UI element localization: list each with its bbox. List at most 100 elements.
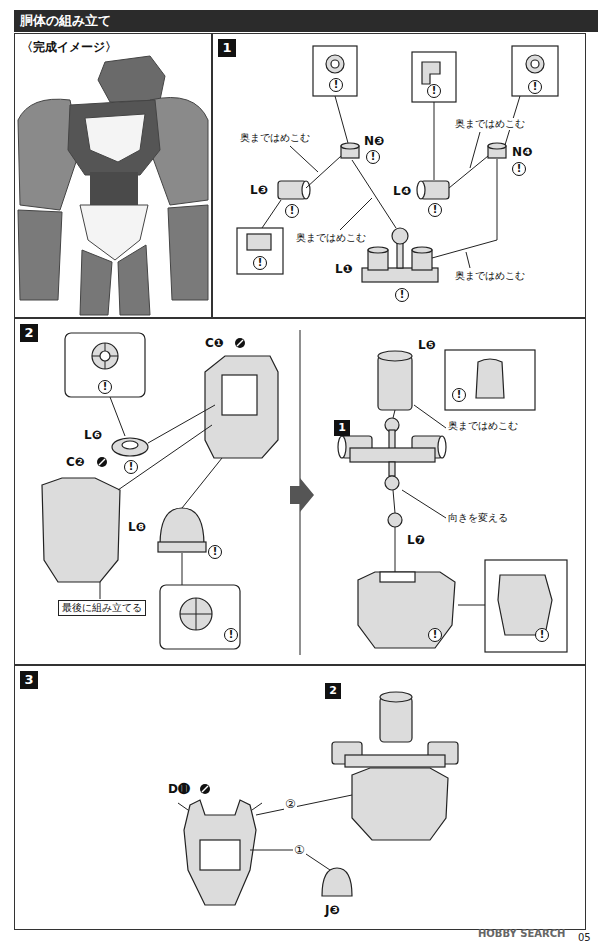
robot-illustration [68, 100, 160, 175]
step2-parts [148, 405, 215, 443]
part-number: L❻ [84, 428, 102, 442]
instruction-note: 奥まではめこむ [455, 118, 525, 130]
step2-parts [393, 490, 395, 513]
step2-parts [205, 356, 278, 458]
step3-parts [256, 795, 352, 815]
step2-parts [237, 340, 243, 346]
step1-parts [306, 156, 341, 188]
step2-parts [338, 436, 346, 458]
step1-parts [341, 143, 359, 149]
step2-parts [498, 575, 552, 635]
step2-parts [180, 598, 212, 630]
step1-parts [335, 96, 348, 143]
step3-parts [352, 768, 448, 840]
step2-parts [388, 513, 402, 527]
step1-parts [434, 102, 435, 180]
caution-mark: ! [528, 80, 542, 94]
order-number: ② [284, 797, 297, 811]
step1-parts [290, 146, 318, 172]
step1-parts [368, 247, 388, 253]
step3-parts [184, 800, 256, 905]
step2-parts [350, 448, 435, 462]
robot-illustration [85, 114, 145, 162]
caution-mark: ! [512, 162, 526, 176]
part-number: L❶ [335, 262, 353, 276]
step1-parts [352, 160, 396, 228]
caution-mark: ! [329, 78, 343, 92]
step1-parts [449, 156, 488, 188]
robot-illustration [168, 205, 208, 300]
instruction-note: 最後に組み立てる [58, 600, 146, 616]
caution-mark: ! [427, 84, 441, 98]
step2-parts [476, 359, 504, 398]
step2-parts [65, 333, 145, 397]
step2-parts [389, 430, 395, 450]
step2-parts [100, 582, 101, 599]
caution-mark: ! [285, 204, 299, 218]
step2-parts [395, 527, 396, 572]
step2-parts [158, 542, 206, 552]
step1-parts [412, 52, 456, 102]
part-number: C❶ [205, 336, 224, 350]
step1-parts [247, 234, 271, 250]
step3-parts [345, 755, 445, 767]
caution-mark: ! [452, 388, 466, 402]
caution-mark: ! [428, 628, 442, 642]
step1-parts [392, 228, 408, 244]
robot-illustration [118, 245, 150, 315]
step2-parts [99, 459, 105, 465]
step-panel: 1 [212, 33, 586, 318]
step3-parts [178, 803, 262, 810]
step1-parts [466, 252, 470, 268]
part-number: N❹ [512, 145, 532, 159]
instruction-note: 向きを変える [448, 512, 508, 524]
step1-parts [526, 55, 544, 73]
step2-parts [358, 572, 455, 648]
step1-parts [326, 55, 344, 73]
step2-parts [402, 490, 446, 518]
step3-parts [200, 784, 210, 794]
step1-parts [417, 181, 425, 199]
part-number: L❽ [128, 520, 146, 534]
step2-parts [290, 478, 314, 512]
step2-parts [180, 598, 212, 630]
panel-heading: 〈完成イメージ〉 [21, 39, 117, 56]
part-number: L❸ [250, 183, 268, 197]
instruction-note: 奥まではめこむ [296, 232, 366, 244]
step3-parts [250, 850, 330, 870]
step2-parts [110, 397, 125, 436]
step2-parts [485, 560, 567, 652]
step2-parts [380, 572, 415, 582]
caution-mark: ! [124, 460, 138, 474]
instruction-note: 奥まではめこむ [455, 270, 525, 282]
step1-parts [470, 132, 480, 168]
step2-parts [118, 425, 212, 490]
step1-parts [331, 60, 339, 68]
step2-parts [92, 343, 118, 369]
part-number: N❸ [364, 134, 384, 148]
step3-parts [178, 692, 458, 905]
step-number: 3 [20, 671, 38, 689]
step3-parts [380, 697, 412, 742]
step1-parts [262, 200, 281, 228]
step2-parts [438, 436, 446, 458]
instruction-note: 奥まではめこむ [240, 132, 310, 144]
step2-parts [122, 441, 138, 449]
step2-parts [378, 351, 412, 361]
step1-parts [237, 228, 283, 274]
step2-parts [393, 410, 395, 418]
part-number: J❸ [325, 903, 340, 917]
step-reference: 1 [334, 420, 350, 436]
step2-parts [160, 508, 204, 545]
step1-parts [422, 62, 440, 84]
step3-parts [200, 840, 240, 870]
caution-mark: ! [366, 150, 380, 164]
step1-parts [313, 46, 357, 96]
step-reference: 2 [325, 683, 341, 699]
caution-mark: ! [253, 256, 267, 270]
step2-parts [235, 338, 245, 348]
caution-mark: ! [98, 380, 112, 394]
step1-parts [237, 46, 558, 282]
step2-parts [182, 458, 222, 508]
